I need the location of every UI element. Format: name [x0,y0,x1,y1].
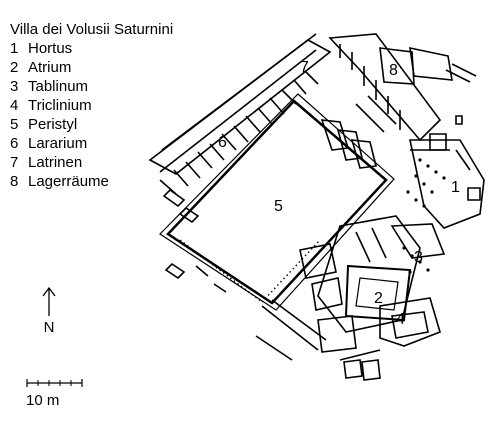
north-arrow: N [36,287,62,336]
scale-bar: 10 m [26,376,84,409]
legend-item-label: Lagerräume [28,173,109,190]
legend-item: 5 Peristyl [10,115,173,134]
plan-label-atrium: 2 [374,290,383,307]
legend-item-number: 2 [10,59,19,76]
legend-item-label: Atrium [28,59,72,76]
legend-item-label: Tablinum [28,78,89,95]
north-label: N [43,319,55,336]
legend-item: 7 Latrinen [10,153,173,172]
plan-label-tablinum: 3 [414,249,423,266]
scale-bar-icon [26,379,83,387]
legend-item-label: Triclinium [28,97,92,114]
hortus-area [409,115,485,229]
legend-item: 3 Tablinum [10,77,173,96]
scale-label: 10 m [26,392,60,409]
triclinium-block [339,297,441,381]
legend-item-number: 5 [10,116,19,133]
north-arrow-icon [42,287,56,316]
plan-label-hortus: 1 [451,179,460,196]
plan-label-triclinium: 4 [396,311,405,328]
portico-dots [179,239,321,303]
legend-item: 2 Atrium [10,58,173,77]
legend-item-number: 6 [10,135,19,152]
northwest-wing [148,33,332,293]
legend-item: 1 Hortus [10,39,173,58]
legend-item-label: Hortus [28,40,73,57]
legend-item-number: 8 [10,173,19,190]
legend-item: 4 Triclinium [10,96,173,115]
plan-label-peristyl: 5 [274,198,283,215]
plan-label-latrinen: 7 [300,59,309,76]
legend-item-label: Latrinen [28,154,83,171]
legend-item-number: 1 [10,40,19,57]
legend-item-number: 7 [10,154,19,171]
legend-item-label: Peristyl [28,116,78,133]
plan-label-lagerraeume: 8 [389,62,398,79]
legend-item-number: 3 [10,78,19,95]
atrium-block [255,215,446,361]
legend-title: Villa dei Volusii Saturnini [10,21,174,38]
legend-item-number: 4 [10,97,19,114]
plan-label-lararium: 6 [218,134,227,151]
legend-item: 6 Lararium [10,134,173,153]
northeast-wing [320,33,477,169]
legend-item: 8 Lagerräume [10,172,173,191]
plan-legend: Villa dei Volusii Saturnini 1 Hortus 2 Atr… [10,20,173,191]
legend-item-label: Lararium [28,135,88,152]
